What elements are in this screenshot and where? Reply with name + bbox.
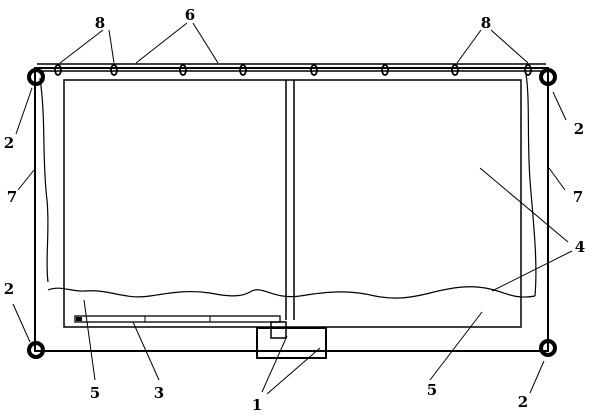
label-2-bottom-right: 2 xyxy=(518,393,528,411)
label-4: 4 xyxy=(575,238,585,256)
label-8-right: 8 xyxy=(481,14,491,32)
label-3: 3 xyxy=(154,384,164,402)
pulley xyxy=(539,68,557,86)
corner-pulleys xyxy=(27,68,557,359)
label-1: 1 xyxy=(252,396,262,414)
pulley xyxy=(539,339,557,357)
label-2-top-left: 2 xyxy=(4,134,14,152)
label-2-top-right: 2 xyxy=(574,120,584,138)
ring xyxy=(110,64,118,76)
label-6: 6 xyxy=(185,6,195,24)
ring xyxy=(179,64,187,76)
bottom-track xyxy=(74,315,281,323)
label-5-right: 5 xyxy=(427,381,437,399)
ring xyxy=(381,64,389,76)
label-2-bottom-left: 2 xyxy=(4,280,14,298)
window-frame xyxy=(63,79,522,328)
pulley xyxy=(27,341,45,359)
label-7-right: 7 xyxy=(573,188,583,206)
drive-motor xyxy=(256,327,327,359)
label-8-left: 8 xyxy=(95,14,105,32)
label-5-left: 5 xyxy=(90,384,100,402)
label-7-left: 7 xyxy=(7,188,17,206)
ring xyxy=(310,64,318,76)
ring xyxy=(54,64,62,76)
curtain-outline xyxy=(39,73,537,299)
ring xyxy=(524,64,532,76)
rail-rings xyxy=(54,64,532,76)
ring xyxy=(451,64,459,76)
leader-lines xyxy=(12,22,573,395)
ring xyxy=(239,64,247,76)
outer-frame xyxy=(34,67,549,352)
motor-coupling xyxy=(270,321,287,339)
pulley xyxy=(27,68,45,86)
